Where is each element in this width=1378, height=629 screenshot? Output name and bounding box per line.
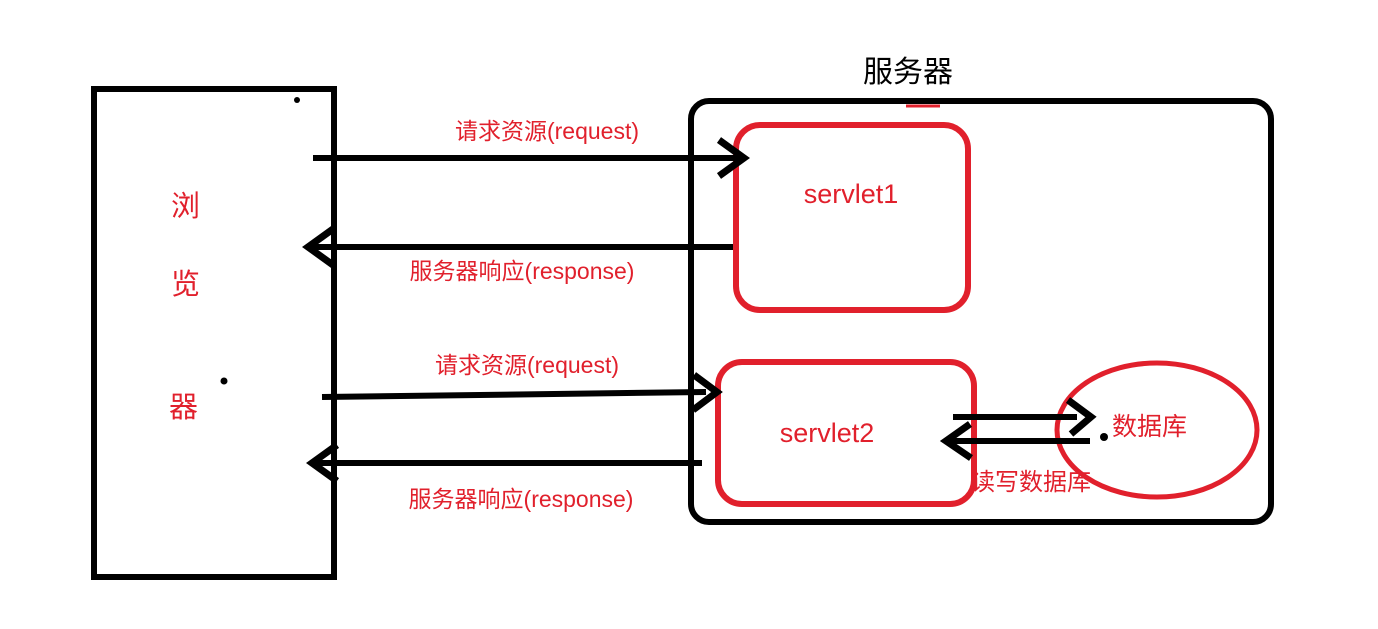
arrow-response1-head-icon (302, 226, 336, 268)
arrow-response2-head-icon (306, 442, 340, 484)
arrow-request1-head-icon (716, 137, 750, 179)
server-title: 服务器 (863, 56, 953, 89)
arrow-db-write-head-icon (1065, 397, 1097, 437)
pen-dot-database (1100, 433, 1108, 441)
servlet1-label: servlet1 (803, 179, 899, 209)
pen-dot-top (294, 97, 300, 103)
browser-label-char-1: 浏 (171, 191, 201, 223)
arrow-request2-head-icon (690, 372, 723, 413)
server-box (688, 98, 1274, 525)
browser-label-char-3: 器 (169, 392, 199, 424)
response1-label: 服务器响应(response) (409, 258, 635, 284)
db-readwrite-label: 读写数据库 (971, 469, 1091, 496)
browser-box (91, 86, 337, 580)
servlet1-box (733, 122, 971, 313)
database-ellipse (1054, 360, 1260, 500)
servlet2-label: servlet2 (779, 418, 875, 448)
request1-label: 请求资源(request) (454, 118, 640, 144)
pen-dot-browser (220, 377, 228, 385)
response2-label: 服务器响应(response) (408, 486, 634, 512)
browser-label-char-2: 览 (171, 269, 201, 301)
request2-label: 请求资源(request) (434, 352, 620, 378)
arrow-request2-line (321, 389, 707, 400)
arrow-db-read-head-icon (939, 421, 973, 461)
servlet2-box (715, 359, 977, 507)
database-label: 数据库 (1112, 413, 1188, 441)
